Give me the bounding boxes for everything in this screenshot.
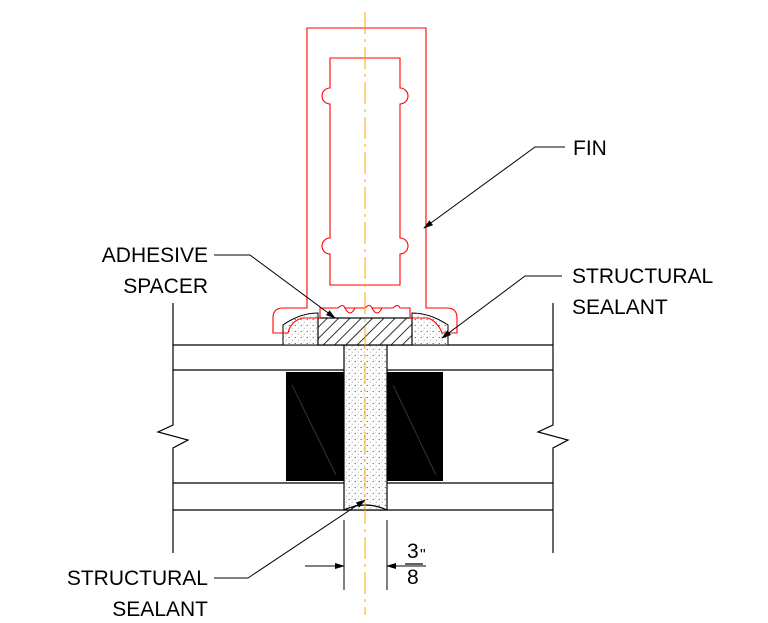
- structural-sealant-fillet: [282, 312, 449, 346]
- label-adhesive-spacer-2: SPACER: [123, 275, 208, 298]
- label-fin: FIN: [573, 137, 607, 160]
- dimension-unit: ": [420, 547, 426, 564]
- label-adhesive-spacer-1: ADHESIVE: [102, 244, 208, 267]
- label-structural-sealant-bottom-1: STRUCTURAL: [67, 567, 208, 590]
- dimension-denominator: 8: [407, 566, 419, 589]
- dimension-numerator: 3: [407, 540, 419, 563]
- dimension-three-eighths: [305, 520, 426, 590]
- label-structural-sealant-bottom-2: SEALANT: [112, 598, 208, 621]
- label-structural-sealant-top-1: STRUCTURAL: [572, 265, 713, 288]
- label-structural-sealant-top-2: SEALANT: [572, 296, 668, 319]
- leaders: [214, 146, 565, 579]
- spacer-blocks: [286, 372, 443, 481]
